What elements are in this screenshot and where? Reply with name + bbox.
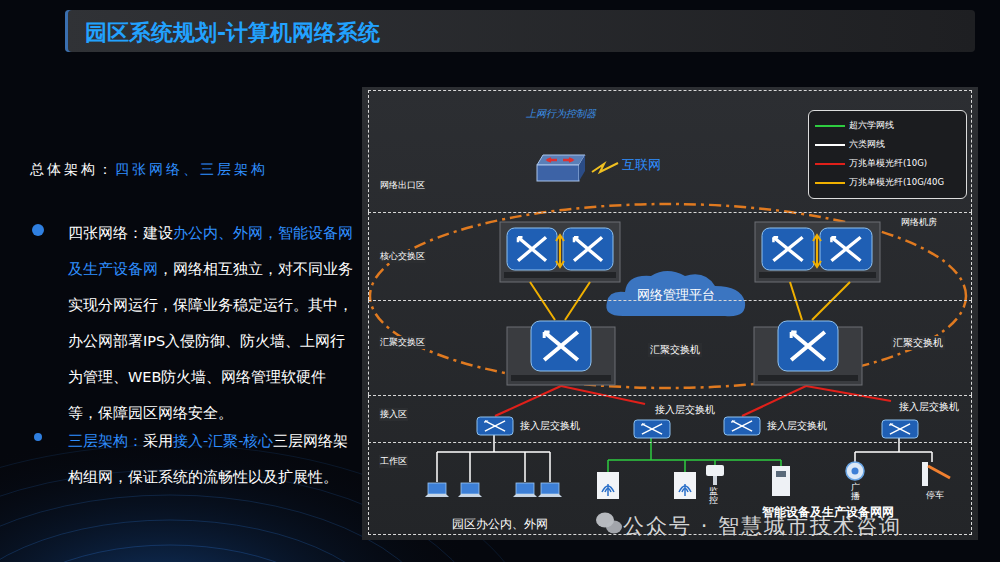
zone-band: 汇聚交换区汇聚交换机汇聚交换机 xyxy=(368,300,972,395)
zone-band: 接入区接入层交换机接入层交换机接入层交换机接入层交换机 xyxy=(368,395,972,442)
switch-icon xyxy=(881,419,919,439)
switch-icon xyxy=(633,419,671,439)
legend-row: 六类网线 xyxy=(809,138,966,152)
router-icon xyxy=(533,151,589,183)
cloud-text: 网络管理平台 xyxy=(601,286,751,304)
legend-line-sample xyxy=(815,157,845,171)
switch-icon xyxy=(753,319,863,386)
legend-row: 万兆单模光纤(10G) xyxy=(809,157,966,171)
zone-band: 工作区 xyxy=(368,442,972,535)
fiber-link xyxy=(742,386,806,416)
paragraph-text: 接入-汇聚-核心 xyxy=(173,433,273,449)
title-bar: 园区系统规划-计算机网络系统 xyxy=(65,10,975,52)
aggregation-switch: 汇聚交换机 xyxy=(753,319,953,386)
device-label: 停车 xyxy=(926,489,944,502)
legend-box: 超六学网线六类网线万兆单模光纤(10G) 万兆单模光纤(10G/40G xyxy=(808,110,967,199)
paragraph-text: 采用 xyxy=(143,433,173,449)
zone-band: 核心交换区网络管理平台 xyxy=(368,212,972,300)
switch-icon xyxy=(506,319,616,386)
device-name: 接入层交换机 xyxy=(899,401,959,414)
room-label: 网络机房 xyxy=(900,216,938,229)
paragraph-text: ，网络相互独立，对不同业务实现分网运行，保障业务稳定运行。其中，办公网部署IPS… xyxy=(68,261,353,421)
text-paragraph: 四张网络：建设办公内、外网，智能设备网及生产设备网，网络相互独立，对不同业务实现… xyxy=(68,215,354,431)
text-paragraph: 三层架构：采用接入-汇聚-核心三层网络架构组网，保证系统的流畅性以及扩展性。 xyxy=(68,423,354,495)
legend-line-sample xyxy=(815,138,845,152)
device-name: 接入层交换机 xyxy=(655,404,715,417)
device-name: 汇聚交换机 xyxy=(891,336,945,350)
access-switch: 接入层交换机 xyxy=(633,404,723,439)
access-switch: 接入层交换机 xyxy=(723,416,833,436)
device-label: 广播 xyxy=(851,483,860,502)
network-caption: 园区办公内、外网 xyxy=(452,516,548,533)
legend-text: 超六学网线 xyxy=(849,120,894,132)
zone-label: 接入区 xyxy=(379,408,408,421)
legend-row: 万兆单模光纤(10G/40G xyxy=(809,176,966,190)
zone-label: 核心交换区 xyxy=(379,250,426,263)
paragraph-text: 四张网络、三层架构 xyxy=(115,161,268,177)
legend-line-sample xyxy=(815,119,845,133)
device-name: 汇聚交换机 xyxy=(648,343,702,357)
legend-text: 万兆单模光纤(10G/40G xyxy=(849,177,944,189)
access-switch: 接入层交换机 xyxy=(881,401,966,439)
paragraph-text: 三层架构： xyxy=(68,433,143,449)
access-switch: 接入层交换机 xyxy=(476,416,586,436)
text-paragraph: 总体架构：四张网络、三层架构 xyxy=(30,158,360,180)
switch-icon xyxy=(476,416,514,436)
legend-text: 万兆单模光纤(10G) xyxy=(849,158,927,170)
paragraph-text: 四张网络：建设 xyxy=(68,225,173,241)
zone-label: 汇聚交换区 xyxy=(379,336,426,349)
slide-title: 园区系统规划-计算机网络系统 xyxy=(85,18,380,48)
zone-band: 网络出口区 上网行为控制器 xyxy=(368,90,972,212)
device-name: 上网行为控制器 xyxy=(506,107,616,121)
device-label: 监控 xyxy=(709,487,718,506)
fiber-link xyxy=(495,386,561,416)
zone-label: 工作区 xyxy=(379,455,408,468)
router-device: 上网行为控制器 xyxy=(506,101,618,186)
zone-label: 网络出口区 xyxy=(379,179,426,192)
legend-line-sample xyxy=(815,176,845,190)
device-name: 接入层交换机 xyxy=(767,420,827,433)
watermark: 公众号 · 智慧城市技术咨询 xyxy=(623,512,902,540)
legend-text: 六类网线 xyxy=(849,139,885,151)
network-label: 互联网 xyxy=(622,156,661,174)
paragraph-text: 总体架构： xyxy=(30,161,115,177)
aggregation-switch: 汇聚交换机 xyxy=(506,319,716,386)
management-cloud: 网络管理平台 xyxy=(601,266,753,321)
switch-icon xyxy=(723,416,761,436)
legend-row: 超六学网线 xyxy=(809,119,966,133)
fiber-link xyxy=(806,386,891,401)
device-name: 接入层交换机 xyxy=(520,420,580,433)
